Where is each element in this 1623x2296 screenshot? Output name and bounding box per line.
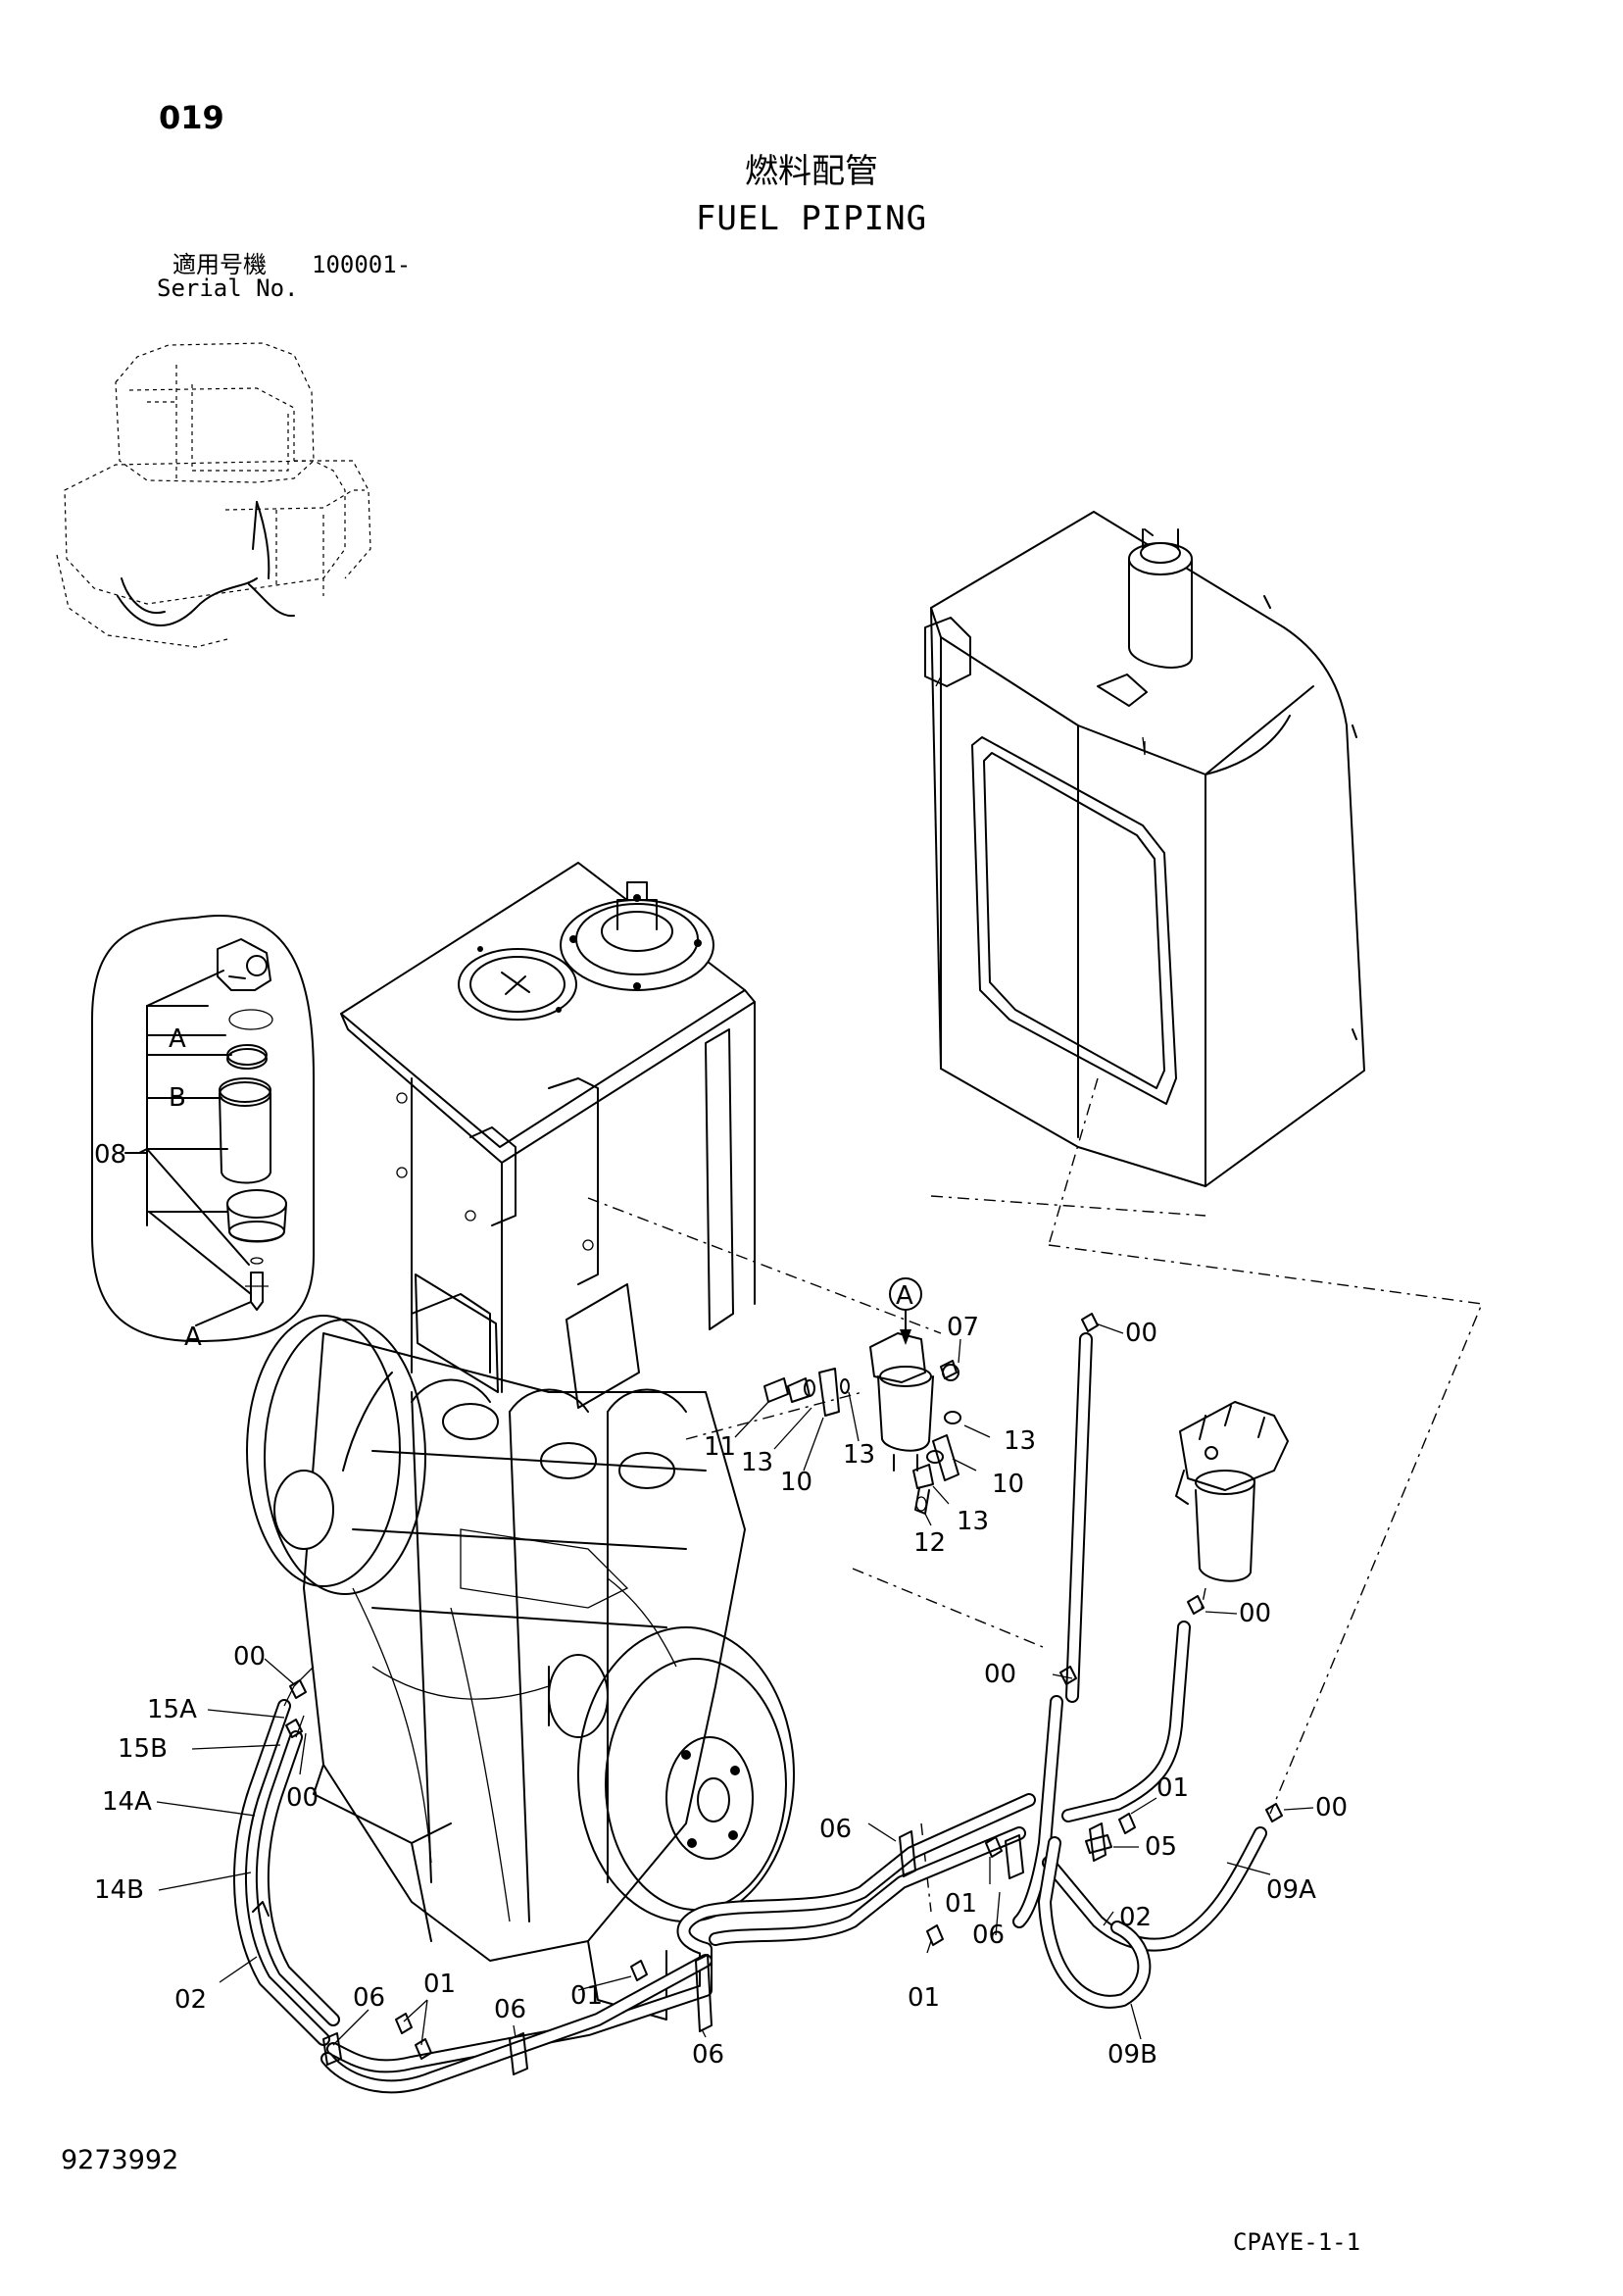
- callout-A-detail-upper: A: [169, 1024, 186, 1054]
- callout-09A: 09A: [1266, 1875, 1316, 1905]
- leader-lines: [156, 1323, 1314, 2046]
- callout-11: 11: [704, 1432, 736, 1462]
- callout-09B: 09B: [1107, 2040, 1157, 2070]
- callout-A-detail-lower: A: [184, 1323, 202, 1352]
- callout-00: 00: [984, 1660, 1016, 1689]
- callout-00: 00: [1315, 1793, 1348, 1822]
- callout-14B: 14B: [94, 1875, 144, 1905]
- callout-06: 06: [353, 1983, 385, 2013]
- callout-00: 00: [1125, 1319, 1157, 1348]
- callout-10: 10: [780, 1468, 812, 1497]
- callout-labels: 00 00 00 00 00 15A 15B 00 14A 14B 02 06 …: [94, 1319, 1348, 2070]
- callout-00: 00: [286, 1783, 319, 1813]
- page-title-japanese: 燃料配管: [745, 152, 878, 191]
- callout-00: 00: [1239, 1599, 1271, 1628]
- callout-01: 01: [423, 1970, 456, 1999]
- fuel-tank: [924, 511, 1365, 1187]
- callout-01: 01: [570, 1981, 603, 2011]
- callout-B-detail: B: [169, 1083, 186, 1113]
- callout-15A: 15A: [147, 1695, 197, 1724]
- view-marker-a: A: [896, 1281, 913, 1311]
- page-title: FUEL PIPING: [695, 199, 928, 238]
- callout-12: 12: [913, 1528, 946, 1558]
- callout-06: 06: [692, 2040, 724, 2070]
- callout-01: 01: [945, 1889, 977, 1919]
- callout-13: 13: [741, 1448, 773, 1477]
- hydraulic-tank-block: [340, 862, 756, 1409]
- serial-label-japanese: 適用号機: [172, 251, 267, 278]
- serial-label: Serial No.: [157, 275, 299, 302]
- callout-06: 06: [819, 1815, 852, 1844]
- page-number: 019: [159, 99, 224, 136]
- fuel-hoses: [232, 1332, 1267, 2094]
- callout-01: 01: [908, 1983, 940, 2013]
- callout-05: 05: [1145, 1832, 1177, 1862]
- alternate-filter-view: [1175, 1401, 1289, 1582]
- callout-02: 02: [1119, 1903, 1152, 1932]
- callout-08: 08: [94, 1140, 126, 1170]
- callout-10: 10: [992, 1470, 1024, 1499]
- callout-07: 07: [947, 1313, 979, 1342]
- callout-13: 13: [843, 1440, 875, 1470]
- callout-02: 02: [174, 1985, 207, 2015]
- fuel-filter-assembly: A: [704, 1277, 1036, 1558]
- page-code: CPAYE-1-1: [1233, 2228, 1361, 2256]
- drawing-number: 9273992: [61, 2145, 179, 2175]
- serial-number-range: 100001-: [312, 251, 412, 278]
- callout-15B: 15B: [118, 1734, 168, 1764]
- callout-01: 01: [1156, 1773, 1189, 1803]
- callout-00: 00: [233, 1642, 266, 1672]
- callout-13: 13: [957, 1507, 989, 1536]
- callout-06: 06: [494, 1995, 526, 2024]
- clamps-and-bolts: [252, 1313, 1283, 2075]
- callout-14A: 14A: [102, 1787, 152, 1817]
- detail-a-fuel-filter: 08 A B A: [91, 915, 315, 1352]
- callout-06: 06: [972, 1921, 1005, 1950]
- callout-13: 13: [1004, 1426, 1036, 1456]
- machine-location-view: [56, 342, 371, 648]
